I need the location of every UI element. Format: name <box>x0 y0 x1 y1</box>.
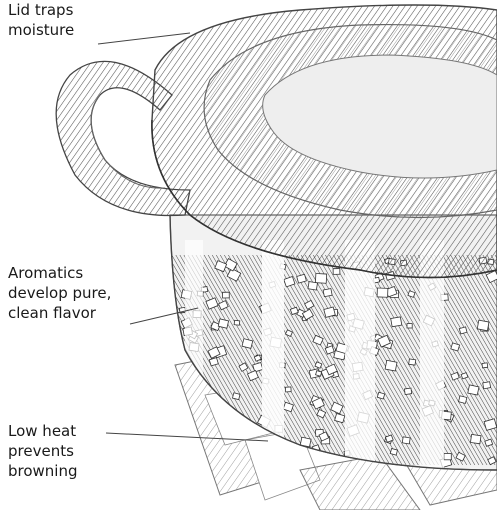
dice-piece <box>470 434 481 443</box>
dice-piece <box>232 393 240 400</box>
dice-piece <box>390 449 397 456</box>
callout-lid-line-1: Lid traps <box>8 0 74 20</box>
callout-aromatics-line-2: develop pure, <box>8 283 111 303</box>
dice-piece <box>308 282 318 290</box>
dice-piece <box>176 456 186 465</box>
dice-piece <box>323 289 332 297</box>
callout-aromatics-line-1: Aromatics <box>8 263 111 283</box>
dice-piece <box>285 387 291 392</box>
dice-piece <box>315 274 326 284</box>
callout-heat-line-2: prevents <box>8 441 78 461</box>
dice-piece <box>483 382 491 389</box>
dice-piece <box>316 371 322 377</box>
callout-aromatics: Aromatics develop pure, clean flavor <box>8 263 111 323</box>
dice-piece <box>234 320 240 325</box>
dice-piece <box>459 327 467 334</box>
dice-piece <box>218 319 228 328</box>
dice-piece <box>385 360 397 371</box>
dice-piece <box>322 455 333 465</box>
dice-piece <box>402 437 410 444</box>
leader-lid <box>98 33 190 44</box>
dice-piece <box>459 396 467 404</box>
callout-heat-line-3: browning <box>8 461 78 481</box>
dice-piece <box>175 354 185 364</box>
dice-piece <box>468 385 479 395</box>
callout-lid: Lid traps moisture <box>8 0 74 40</box>
dice-piece <box>482 363 488 368</box>
dice-piece <box>333 269 340 275</box>
dice-piece <box>391 317 402 327</box>
dice-piece <box>444 454 451 460</box>
callout-heat-line-1: Low heat <box>8 421 78 441</box>
dice-piece <box>377 288 388 297</box>
dice-piece <box>404 388 411 394</box>
dice-piece <box>223 292 230 298</box>
dice-piece <box>407 324 412 328</box>
dice-piece <box>409 359 416 365</box>
callout-lid-line-2: moisture <box>8 20 74 40</box>
callout-heat: Low heat prevents browning <box>8 421 78 481</box>
callout-aromatics-line-3: clean flavor <box>8 303 111 323</box>
dice-piece <box>477 320 489 330</box>
dice-piece <box>242 339 253 349</box>
